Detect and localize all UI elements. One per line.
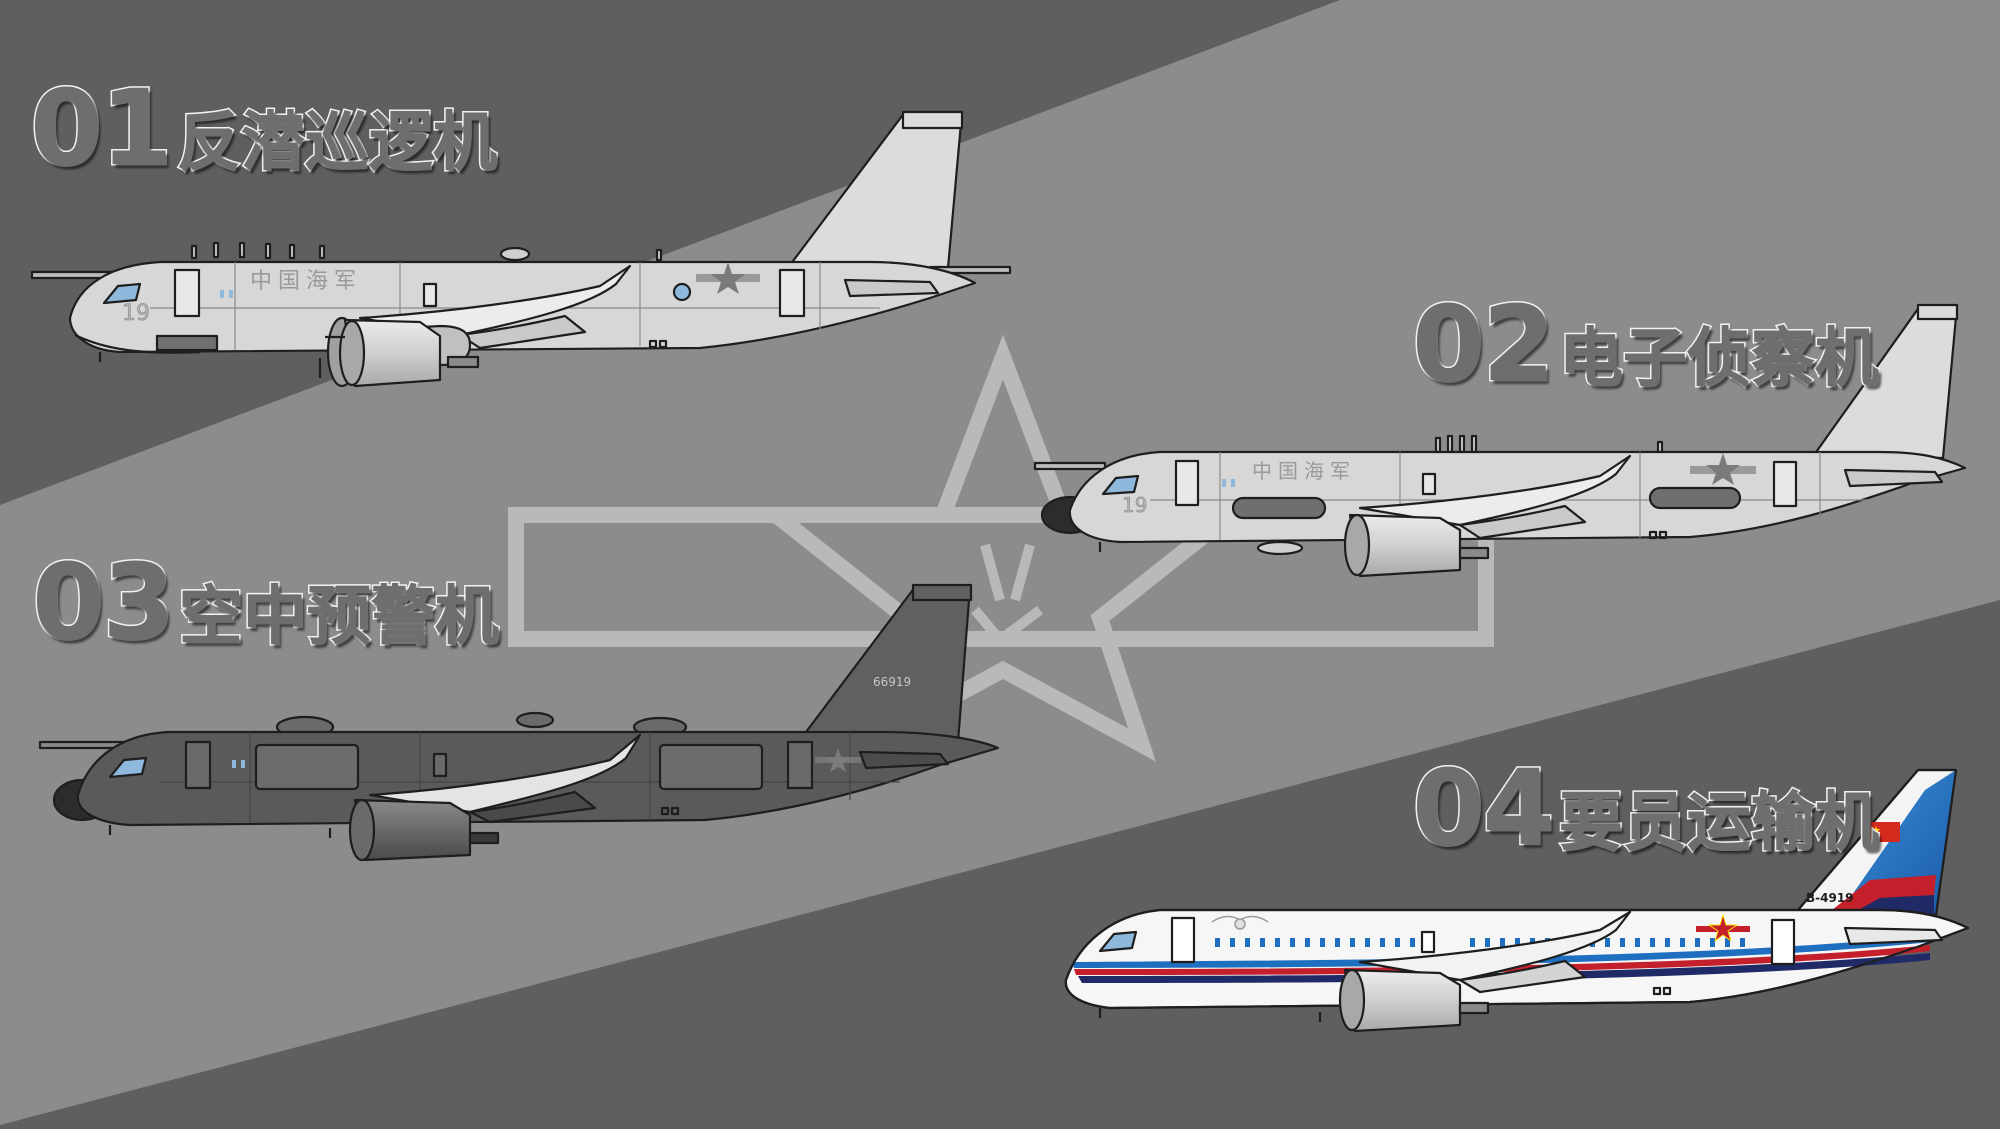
bayi-roundel-icon: [1690, 453, 1756, 485]
label-number: 02: [1411, 283, 1557, 405]
label-name: 要员运输机: [1557, 786, 1880, 860]
bayi-roundel-icon: [696, 262, 760, 294]
registration-04: B-4919: [1806, 891, 1854, 905]
bayi-roundel-icon: [1696, 914, 1750, 942]
aircraft-02: 中国海军 19: [1033, 303, 1967, 578]
aircraft-04: B-4919: [1064, 768, 1970, 1033]
label-number: 01: [29, 67, 175, 189]
navy-marking-02: 中国海军: [1252, 459, 1356, 483]
label-name: 空中预警机: [177, 580, 500, 654]
aircraft-01: 中国海军 19: [30, 110, 1012, 388]
label-aircraft-04: 04 要员运输机: [1411, 747, 1881, 869]
nose-number-02: 19: [1122, 493, 1147, 517]
label-aircraft-03: 03 空中预警机: [31, 541, 501, 663]
navy-marking-01: 中国海军: [250, 269, 362, 294]
aircraft-03: 66919: [38, 583, 1000, 862]
serial-number-03: 66919: [873, 675, 911, 689]
label-name: 反潜巡逻机: [175, 106, 498, 180]
label-aircraft-02: 02 电子侦察机: [1411, 283, 1881, 405]
label-number: 04: [1411, 747, 1557, 869]
nose-number-01: 19: [122, 301, 150, 326]
bayi-roundel-icon: [815, 748, 861, 772]
label-number: 03: [31, 541, 177, 663]
china-flag-icon: [1870, 822, 1900, 842]
label-aircraft-01: 01 反潜巡逻机: [29, 67, 499, 189]
label-name: 电子侦察机: [1557, 322, 1880, 396]
